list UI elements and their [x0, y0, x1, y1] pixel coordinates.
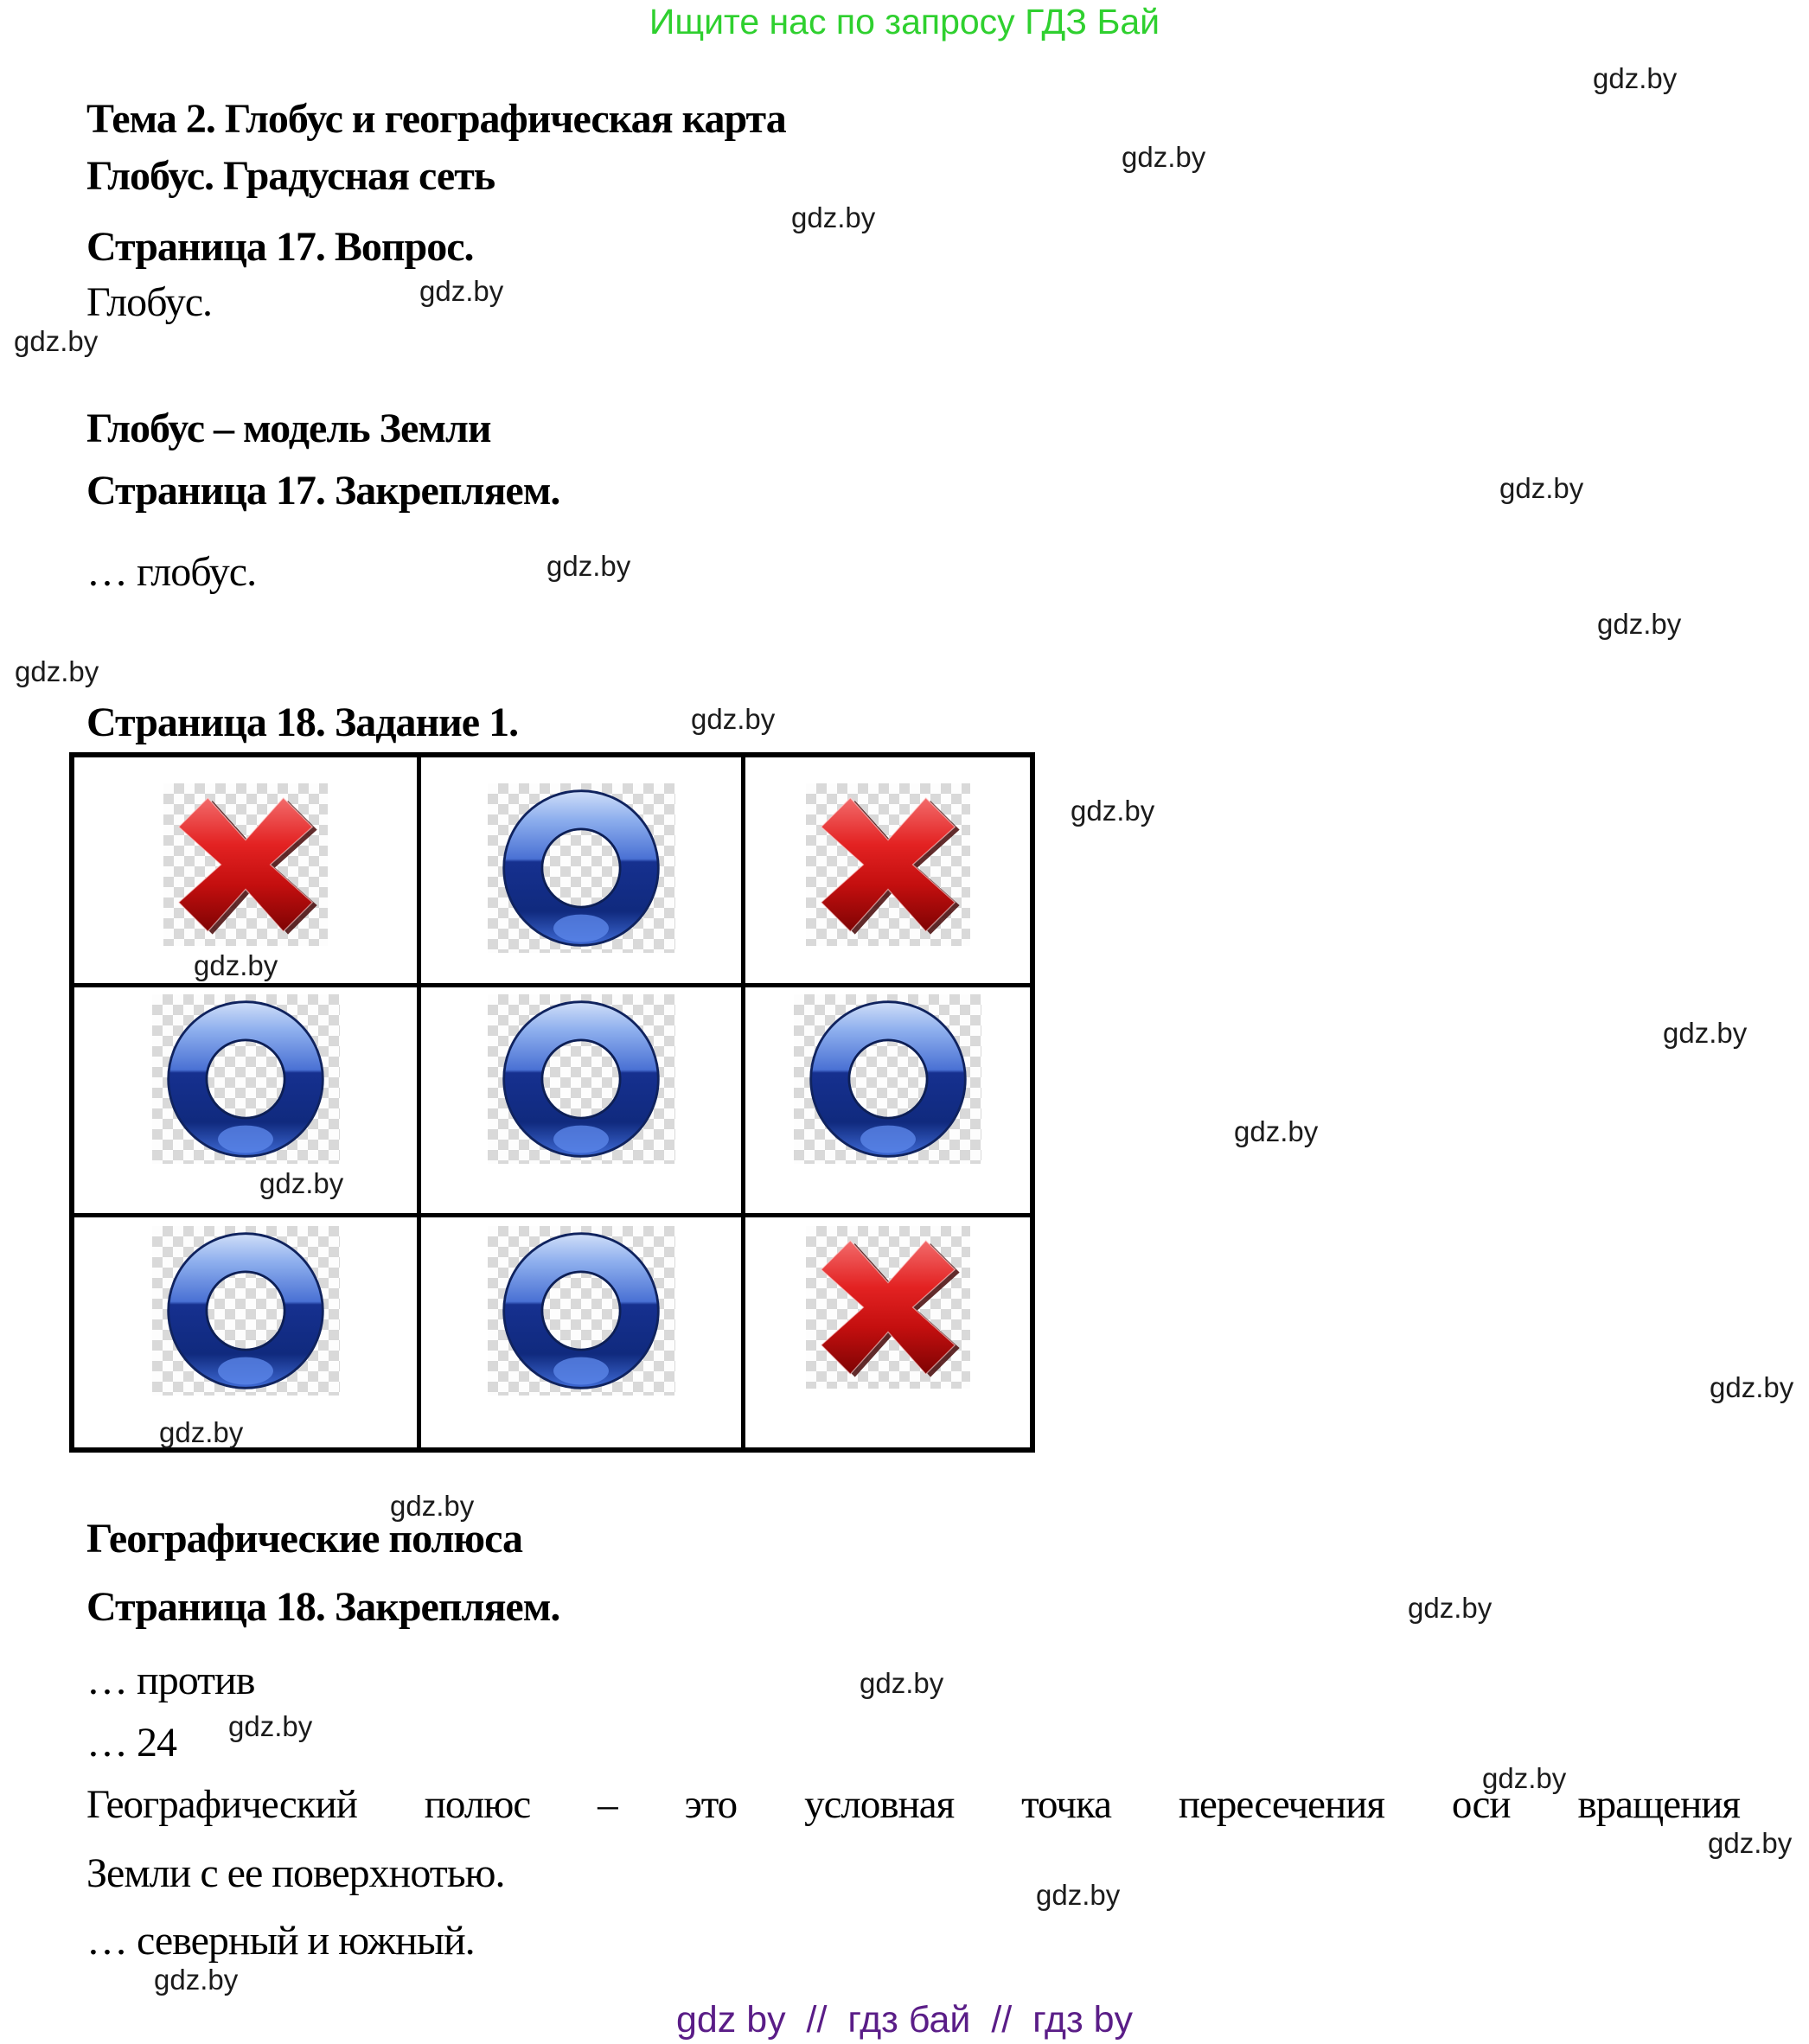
table-cell-r2c3 [745, 987, 1030, 1217]
gdz-watermark: gdz.by [390, 1490, 475, 1522]
text-line-page18-zakreplyaem: Страница 18. Закрепляем. [86, 1584, 560, 1630]
transparency-checker-background [487, 1226, 675, 1396]
gdz-watermark: gdz.by [1663, 1017, 1748, 1049]
table-cell-r1c3 [745, 757, 1030, 987]
transparency-checker-background [487, 994, 675, 1164]
text-line-geo-polyusa: Географические полюса [86, 1516, 523, 1562]
gdz-watermark: gdz.by [194, 949, 278, 981]
gdz-watermark: gdz.by [1036, 1879, 1121, 1911]
text-line-answer-severny: … северный и южный. [86, 1918, 476, 1964]
table-cell-r1c1 [74, 757, 421, 987]
transparency-checker-background [794, 994, 981, 1164]
text-line-answer-globus2: … глобус. [86, 549, 257, 595]
text-line-answer-globus: Глобус. [86, 279, 213, 325]
transparency-checker-background [151, 994, 340, 1164]
gdz-watermark: gdz.by [1408, 1592, 1493, 1624]
table-cell-r3c2 [421, 1217, 745, 1447]
table-cell-r3c3 [745, 1217, 1030, 1447]
table-cell-r2c2 [421, 987, 745, 1217]
gdz-watermark: gdz.by [159, 1416, 244, 1448]
gdz-watermark: gdz.by [259, 1167, 344, 1199]
transparency-checker-background [805, 783, 970, 946]
x-mark-icon [820, 796, 960, 935]
table-cell-r2c1 [74, 987, 421, 1217]
gdz-watermark: gdz.by [14, 325, 99, 357]
o-mark-icon [502, 789, 660, 947]
gdz-watermark: gdz.by [791, 201, 876, 233]
table-cell-r3c1 [74, 1217, 421, 1447]
gdz-watermark: gdz.by [1482, 1762, 1567, 1794]
answers-table [69, 752, 1035, 1453]
gdz-watermark: gdz.by [15, 655, 99, 687]
gdz-watermark: gdz.by [419, 275, 504, 307]
transparency-checker-background [163, 783, 328, 946]
text-line-answer-protiv: … против [86, 1658, 255, 1703]
o-mark-icon [502, 1232, 660, 1389]
gdz-watermark: gdz.by [1122, 141, 1206, 173]
site-footer: gdz by // гдз бай // гдз by [675, 1999, 1134, 2041]
transparency-checker-background [805, 1226, 970, 1389]
gdz-watermark: gdz.by [1234, 1115, 1319, 1147]
o-mark-icon [167, 1232, 324, 1389]
gdz-watermark: gdz.by [1710, 1371, 1794, 1403]
text-line-page18-zadanie1: Страница 18. Задание 1. [86, 699, 519, 745]
o-mark-icon [167, 1000, 324, 1158]
gdz-watermark: gdz.by [1071, 795, 1155, 827]
gdz-watermark: gdz.by [691, 703, 776, 735]
gdz-watermark: gdz.by [1597, 608, 1682, 640]
transparency-checker-background [487, 783, 675, 953]
gdz-watermark: gdz.by [1708, 1827, 1793, 1859]
gdz-watermark: gdz.by [860, 1667, 944, 1699]
gdz-watermark: gdz.by [154, 1964, 239, 1996]
gdz-watermark: gdz.by [228, 1710, 313, 1742]
text-line-page17-zakreplyaem: Страница 17. Закрепляем. [86, 468, 560, 514]
text-line-subtitle: Глобус. Градусная сеть [86, 153, 495, 199]
gdz-watermark: gdz.by [1593, 62, 1678, 94]
gdz-watermark: gdz.by [1499, 472, 1584, 504]
table-cell-r1c2 [421, 757, 745, 987]
x-mark-icon [820, 1239, 960, 1377]
transparency-checker-background [151, 1226, 340, 1396]
o-mark-icon [809, 1000, 967, 1158]
text-line-para-line1: Географический полюс – это условная точк… [86, 1782, 1741, 1827]
text-line-answer-24: … 24 [86, 1720, 177, 1766]
text-line-theme-title: Тема 2. Глобус и географическая карта [86, 96, 787, 142]
text-line-globus-model: Глобус – модель Земли [86, 406, 492, 451]
gdz-watermark: gdz.by [547, 550, 631, 582]
text-line-page17-vopros: Страница 17. Вопрос. [86, 224, 475, 270]
text-line-para-line2: Земли с ее поверхнотью. [86, 1850, 505, 1896]
o-mark-icon [502, 1000, 660, 1158]
x-mark-icon [177, 796, 317, 935]
site-banner: Ищите нас по запросу ГДЗ Бай [649, 2, 1160, 42]
